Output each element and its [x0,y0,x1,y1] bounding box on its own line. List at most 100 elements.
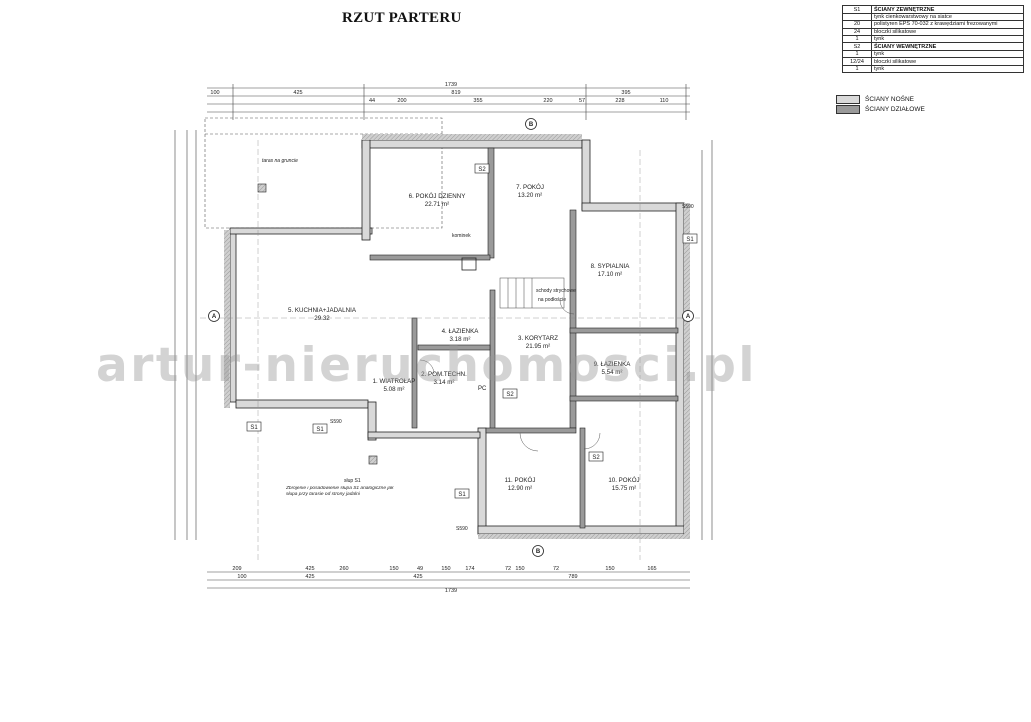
top-dim-outer: 395 [621,90,630,96]
section-marker-label: A [686,314,691,320]
top-dim-inner: 110 [660,98,669,104]
bottom-dim-inner: 260 [339,566,348,572]
legend-load-bearing: ŚCIANY NOŚNE [836,95,914,104]
bottom-dim-outer: 425 [413,574,422,580]
wall-tag-box [454,488,470,499]
wall-tag: S2 [506,392,514,398]
insulation-strips [224,134,690,539]
plan-notes: taras na gruncie kominek schody strychow… [262,158,694,532]
bottom-dim-outer: 425 [305,574,314,580]
top-dim-inner: 200 [397,98,406,104]
top-dim-outer: 819 [451,90,460,96]
fireplace [461,257,477,271]
note-s590-left: S590 [330,419,342,425]
top-dim-inner: 57 [579,98,585,104]
top-dim-total: 1739 [445,82,457,88]
note-taras: taras na gruncie [262,158,298,164]
wall-tag: S2 [478,167,486,173]
room-lazienka-4-name: 4. ŁAZIENKA [442,328,480,335]
note-pc: PC [478,386,487,392]
room-pokoj-10-name: 10. POKÓJ [608,477,639,484]
note-s590-bottom: S590 [456,526,468,532]
wall-tag-box [682,233,698,244]
legend-text: bloczki silikatowe [871,27,1024,36]
bottom-dim-inner: 174 [465,566,474,572]
room-sypialnia-area: 17.10 m² [598,271,622,278]
room-pokoj-10-area: 15.75 m² [612,485,636,492]
room-pom-tech-name: 2. POM.TECHN. [421,371,467,378]
room-korytarz-area: 21.95 m² [526,343,550,350]
room-pokoj-11-area: 12.90 m² [508,485,532,492]
section-marker-label: B [529,122,534,128]
section-marker-circle [532,545,544,557]
column-terrace [257,183,267,193]
bottom-dim-inner: 72 [553,566,559,572]
bottom-dim-outer: 100 [237,574,246,580]
legend-text: tynk [871,34,1024,44]
room-wiatrolap-area: 5.08 m² [384,386,405,393]
watermark: artur-nieruchomosci.pl [96,338,758,393]
legend-text: tynk [871,64,1024,74]
room-lazienka-9-name: 9. ŁAZIENKA [594,361,632,368]
top-dim-inner: 228 [615,98,624,104]
attic-stairs [499,277,565,309]
bottom-dim-inner: 150 [515,566,524,572]
top-dimension-lines [207,84,690,120]
note-schody: schody strychowe [536,288,576,294]
note-schody-2: na podłoście [538,297,566,303]
wall-tag-box [312,423,328,434]
top-dim-inner: 220 [543,98,552,104]
bottom-dim-inner: 209 [232,566,241,572]
wall-tag: S1 [316,427,324,433]
internal-walls [369,147,679,529]
bottom-dim-inner: 49 [417,566,423,572]
room-pom-tech-area: 3.14 m² [434,379,455,386]
room-pokoj-7-area: 13.20 m² [518,192,542,199]
bottom-dim-inner: 150 [389,566,398,572]
legend-text: tynk [871,50,1024,59]
room-lazienka-4-area: 3.18 m² [450,336,471,343]
top-dim-outer: 100 [210,90,219,96]
right-dimension-lines [701,140,713,540]
axis-grid [200,140,700,560]
column-s1 [368,455,378,465]
note-s590-right: S590 [682,204,694,210]
left-dimension-lines [174,130,197,540]
room-lazienka-9-area: 5.54 m² [602,369,623,376]
wall-tag-box [474,163,490,174]
wall-tag-box [246,421,262,432]
room-pokoj-dzienny-area: 22.71 m² [425,201,449,208]
section-marker-circle [682,310,694,322]
bottom-dim-inner: 165 [647,566,656,572]
top-dim-outer: 425 [293,90,302,96]
wall-tag-box [588,451,604,462]
room-pokoj-dzienny-name: 6. POKÓJ DZIENNY [409,193,466,200]
room-pokoj-7-name: 7. POKÓJ [516,184,544,191]
load-bearing-swatch [836,95,860,104]
bottom-dimension-lines [207,571,690,589]
section-marker-circle [208,310,220,322]
wall-tag: S1 [686,237,694,243]
bottom-dim-inner: 150 [441,566,450,572]
note-slup: słup S1 [344,478,361,484]
bottom-dim-inner: 425 [305,566,314,572]
partition-label: ŚCIANY DZIAŁOWE [865,106,925,113]
section-marker-label: A [212,314,217,320]
partition-swatch [836,105,860,114]
wall-tag: S1 [458,492,466,498]
room-pokoj-11-name: 11. POKÓJ [505,477,536,484]
room-kuchnia-area: 29.32 [314,315,330,322]
section-marker-circle [525,118,537,130]
legend-partition: ŚCIANY DZIAŁOWE [836,105,925,114]
top-dim-inner: 355 [473,98,482,104]
